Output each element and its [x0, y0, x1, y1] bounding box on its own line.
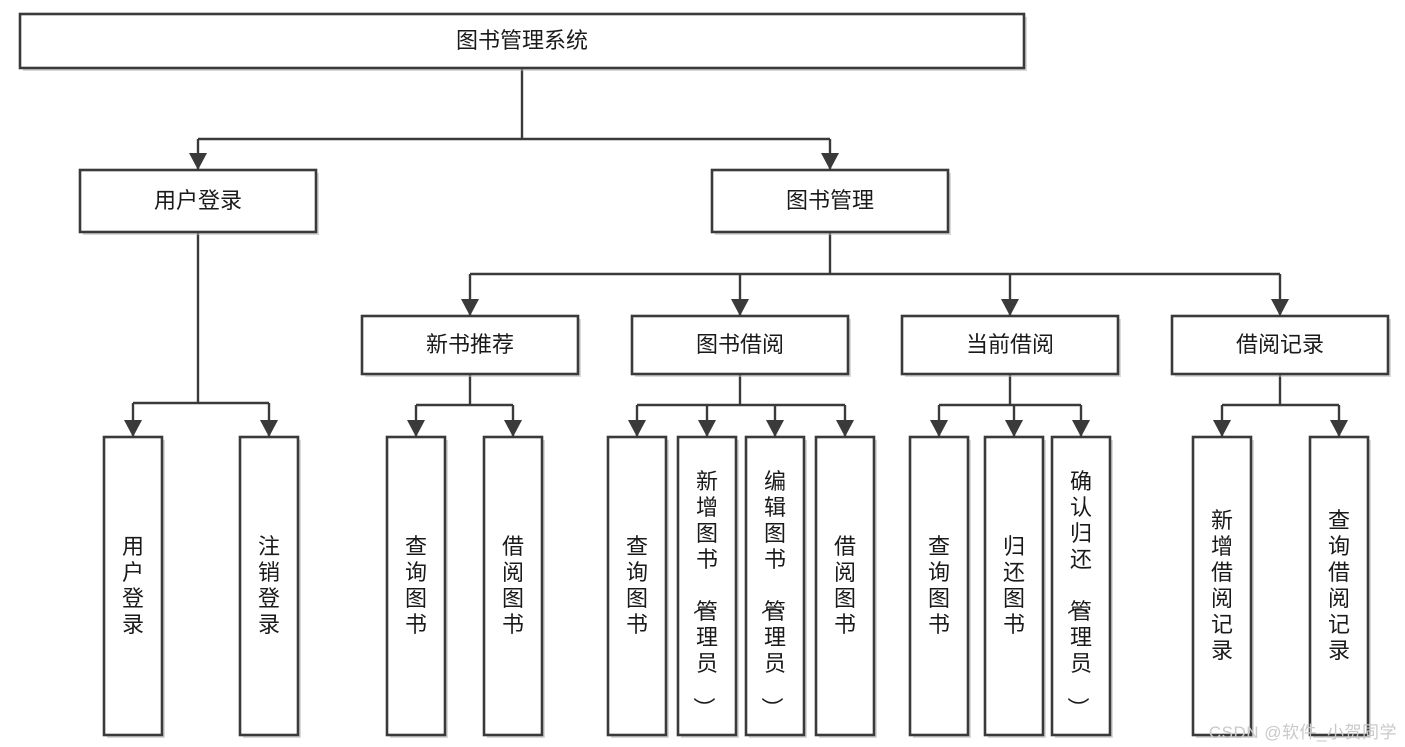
arrow-head-icon	[731, 299, 749, 316]
connector-layer	[124, 68, 1348, 437]
node-label: 查询借阅记录	[1328, 508, 1350, 663]
arrow-head-icon	[766, 420, 784, 437]
node-label: 图书管理	[786, 188, 874, 213]
node-leaf-user-login[interactable]: 用户登录	[102, 435, 165, 738]
arrow-head-icon	[504, 420, 522, 437]
node-leaf-query-record[interactable]: 查询借阅记录	[1308, 435, 1371, 738]
arrow-head-icon	[1001, 299, 1019, 316]
node-box[interactable]	[238, 435, 300, 737]
node-box[interactable]	[360, 314, 580, 376]
node-label: 新书推荐	[426, 332, 514, 357]
node-label: 查询图书	[928, 534, 950, 637]
node-label: 编辑图书（管理员）	[759, 469, 786, 719]
arrow-head-icon	[407, 420, 425, 437]
node-box[interactable]	[18, 12, 1026, 70]
node-label: 当前借阅	[966, 332, 1054, 357]
node-leaf-query-book-1[interactable]: 查询图书	[385, 435, 448, 738]
edge-group-root	[189, 68, 839, 170]
node-box[interactable]	[1308, 435, 1370, 737]
node-leaf-return-book[interactable]: 归还图书	[983, 435, 1046, 738]
node-layer: 图书管理系统用户登录图书管理新书推荐图书借阅当前借阅借阅记录用户登录注销登录查询…	[18, 12, 1391, 738]
node-borrow-record[interactable]: 借阅记录	[1170, 314, 1391, 377]
arrow-head-icon	[698, 420, 716, 437]
node-label: 查询图书	[626, 534, 648, 637]
node-leaf-add-record[interactable]: 新增借阅记录	[1191, 435, 1254, 738]
node-label: 图书管理系统	[456, 28, 588, 53]
node-box[interactable]	[814, 435, 876, 737]
node-label: 查询图书	[405, 534, 427, 637]
node-box[interactable]	[78, 168, 318, 234]
node-leaf-add-book[interactable]: 新增图书（管理员）	[676, 435, 739, 738]
arrow-head-icon	[461, 299, 479, 316]
watermark-label: CSDN @软件_小贺同学	[1208, 723, 1397, 742]
node-box[interactable]	[1191, 435, 1253, 737]
node-leaf-query-book-3[interactable]: 查询图书	[908, 435, 971, 738]
node-box[interactable]	[482, 435, 544, 737]
node-label: 借阅图书	[502, 534, 524, 637]
node-leaf-logout[interactable]: 注销登录	[238, 435, 301, 738]
arrow-head-icon	[1271, 299, 1289, 316]
node-book-manage[interactable]: 图书管理	[710, 168, 951, 235]
node-leaf-borrow-book-1[interactable]: 借阅图书	[482, 435, 545, 738]
node-label: 新增借阅记录	[1211, 508, 1233, 663]
node-leaf-confirm-return[interactable]: 确认归还（管理员）	[1050, 435, 1113, 738]
node-label: 归还图书	[1003, 534, 1025, 637]
arrow-head-icon	[1213, 420, 1231, 437]
node-box[interactable]	[1050, 435, 1112, 737]
node-leaf-edit-book[interactable]: 编辑图书（管理员）	[744, 435, 807, 738]
arrow-head-icon	[821, 153, 839, 170]
node-leaf-borrow-book-2[interactable]: 借阅图书	[814, 435, 877, 738]
arrow-head-icon	[1072, 420, 1090, 437]
arrow-head-icon	[1330, 420, 1348, 437]
edge-group-user-login	[124, 232, 278, 437]
node-label: 借阅图书	[834, 534, 856, 637]
arrow-head-icon	[260, 420, 278, 437]
edge-group-current-borrow	[930, 374, 1090, 437]
node-label: 注销登录	[258, 534, 280, 637]
node-box[interactable]	[630, 314, 850, 376]
node-current-borrow[interactable]: 当前借阅	[900, 314, 1121, 377]
node-label: 用户登录	[122, 534, 144, 637]
node-box[interactable]	[908, 435, 970, 737]
arrow-head-icon	[189, 153, 207, 170]
node-leaf-query-book-2[interactable]: 查询图书	[606, 435, 669, 738]
node-box[interactable]	[710, 168, 950, 234]
edge-group-book-borrow	[628, 374, 854, 437]
node-label: 新增图书（管理员）	[691, 469, 718, 719]
node-box[interactable]	[676, 435, 738, 737]
node-box[interactable]	[385, 435, 447, 737]
node-box[interactable]	[900, 314, 1120, 376]
node-user-login[interactable]: 用户登录	[78, 168, 319, 235]
node-root[interactable]: 图书管理系统	[18, 12, 1027, 71]
node-label: 确认归还（管理员）	[1065, 469, 1092, 719]
node-box[interactable]	[102, 435, 164, 737]
node-box[interactable]	[744, 435, 806, 737]
node-box[interactable]	[983, 435, 1045, 737]
arrow-head-icon	[1005, 420, 1023, 437]
edge-group-borrow-record	[1213, 374, 1348, 437]
node-label: 用户登录	[154, 188, 242, 213]
node-box[interactable]	[606, 435, 668, 737]
node-box[interactable]	[1170, 314, 1390, 376]
node-label: 图书借阅	[696, 332, 784, 357]
edge-group-book-manage	[461, 232, 1289, 316]
arrow-head-icon	[836, 420, 854, 437]
arrow-head-icon	[124, 420, 142, 437]
arrow-head-icon	[628, 420, 646, 437]
node-new-book-rec[interactable]: 新书推荐	[360, 314, 581, 377]
node-label: 借阅记录	[1236, 332, 1324, 357]
arrow-head-icon	[930, 420, 948, 437]
edge-group-new-book-rec	[407, 374, 522, 437]
node-book-borrow[interactable]: 图书借阅	[630, 314, 851, 377]
